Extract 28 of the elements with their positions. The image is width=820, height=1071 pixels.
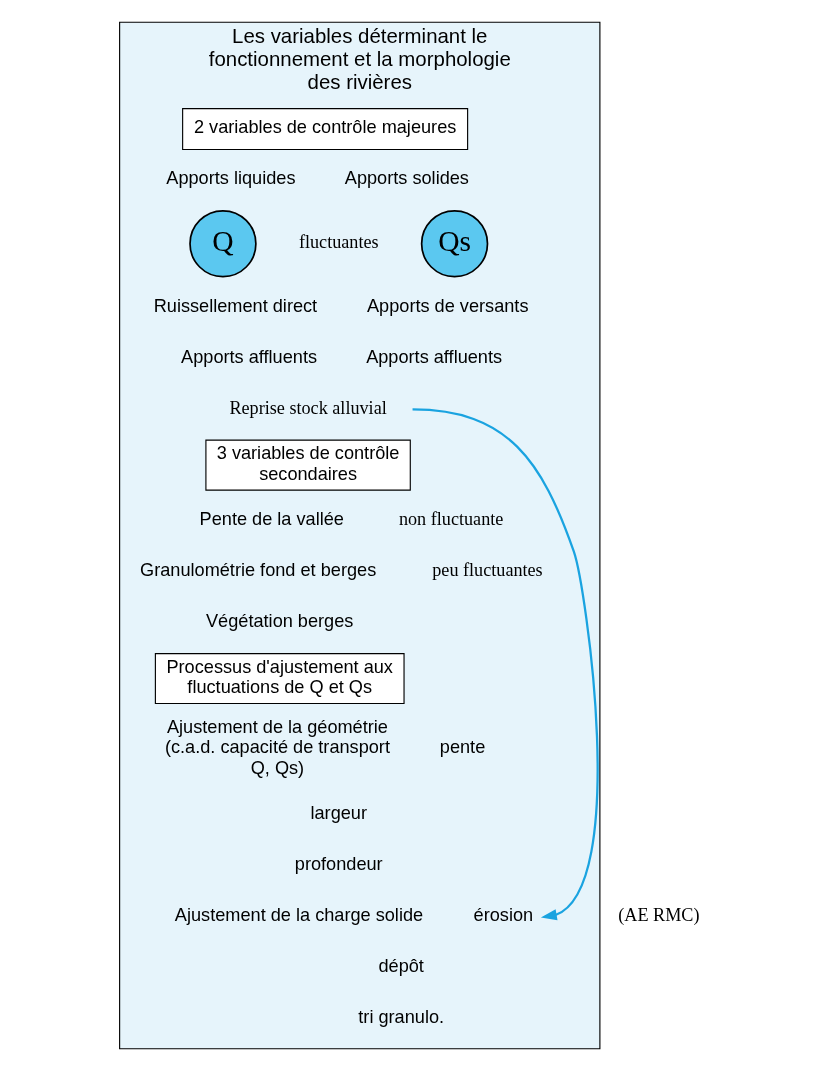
node-box: Processus d'ajustement aux fluctuations de Q et Qs xyxy=(154,653,405,705)
label: Apports de versants xyxy=(367,295,529,316)
label: largeur xyxy=(310,803,368,824)
node-circle: Q xyxy=(189,209,257,278)
node-text: Reprise stock alluvial xyxy=(229,397,387,418)
label: (AE RMC) xyxy=(618,905,700,926)
label: tri granulo. xyxy=(358,1007,445,1028)
node-circle: Qs xyxy=(420,209,489,278)
label: pente xyxy=(439,737,486,758)
node-box: 3 variables de contrôle secondaires xyxy=(205,439,411,491)
label: profondeur xyxy=(294,854,383,875)
label: non fluctuante xyxy=(398,509,504,530)
label: Apports affluents xyxy=(366,346,503,367)
label: Apports solides xyxy=(344,168,469,189)
label: Ajustement de la géométrie (c.a.d. capacité de transport Q, Qs) xyxy=(164,716,390,778)
label: Végétation berges xyxy=(206,611,354,632)
label: Apports liquides xyxy=(166,168,296,189)
label: fluctuantes xyxy=(298,232,379,253)
arrow xyxy=(412,408,599,921)
label: peu fluctuantes xyxy=(432,560,543,581)
label: Apports affluents xyxy=(181,346,318,367)
label: dépôt xyxy=(378,956,424,977)
node-text: érosion xyxy=(473,905,534,926)
label: Ajustement de la charge solide xyxy=(174,905,424,926)
label: Pente de la vallée xyxy=(199,509,344,530)
label: Ruissellement direct xyxy=(153,295,318,316)
label: Granulométrie fond et berges xyxy=(140,560,377,581)
node-box: 2 variables de contrôle majeures xyxy=(182,108,469,151)
